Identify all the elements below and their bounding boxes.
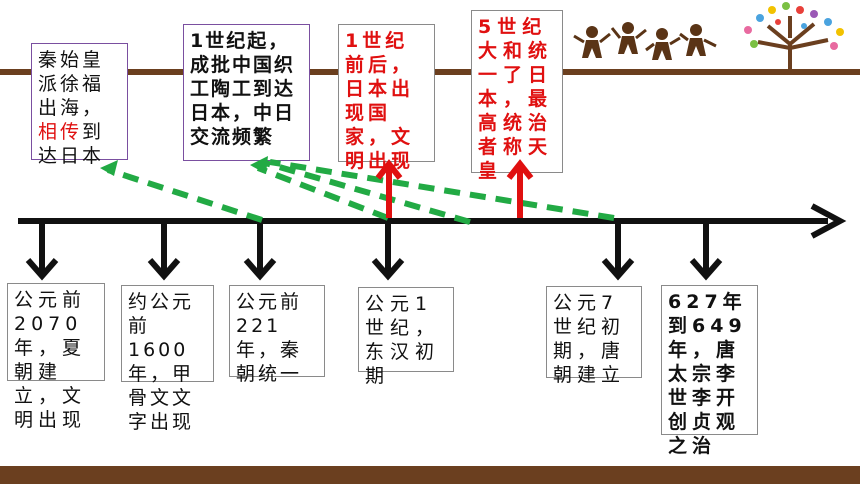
- down-arrow-xia: [25, 224, 59, 281]
- top-box-japan-unify: 5世纪大和统一了日本，最高统治者称天皇: [471, 10, 563, 182]
- down-arrow-oracle: [147, 224, 181, 281]
- down-arrow-qin: [243, 224, 277, 281]
- craftsmen-text: 1世纪起，成批中国织工陶工到达日本，中日交流频繁: [190, 30, 296, 148]
- bottom-box-zhenguan: 627年到649年，唐太宗李世李开创贞观之治: [661, 285, 758, 457]
- colorful-tree-icon: [744, 2, 844, 72]
- dancing-children-icon: [573, 22, 717, 60]
- down-arrow-zhenguan: [689, 224, 723, 281]
- xia-text: 公元前2070年，夏朝建立，文明出现: [14, 289, 87, 431]
- han-text: 公元1世纪，东汉初期: [365, 293, 441, 387]
- link-qin-to-envoy: [107, 167, 263, 223]
- bottom-box-han: 公元1世纪，东汉初期: [358, 287, 454, 387]
- japan-unify-text: 5世纪大和统一了日本，最高统治者称天皇: [478, 16, 554, 182]
- qin-envoy-text-after: 到达日本: [38, 121, 105, 167]
- down-arrow-tang: [601, 224, 635, 281]
- link-head-envoy: [100, 160, 118, 176]
- zhenguan-text: 627年到649年，唐太宗李世李开创贞观之治: [668, 291, 747, 457]
- top-box-craftsmen: 1世纪起，成批中国织工陶工到达日本，中日交流频繁: [183, 24, 310, 161]
- red-arrow-japan-unify: [506, 159, 534, 218]
- link-han-to-craftsmen: [256, 165, 390, 221]
- link-tang-to-craftsmen: [269, 159, 615, 221]
- top-box-qin-envoy: 秦始皇派徐福出海，相传到达日本: [31, 43, 128, 167]
- red-arrow-japan-state: [375, 159, 403, 218]
- bottom-box-xia: 公元前2070年，夏朝建立，文明出现: [7, 283, 105, 431]
- qin-envoy-text: 秦始皇派徐福出海，: [38, 49, 105, 119]
- qin-text: 公元前221年，秦朝统一: [236, 291, 303, 385]
- oracle-text: 约公元前1600年，甲骨文文字出现: [128, 291, 195, 433]
- down-arrow-han: [371, 224, 405, 281]
- qin-envoy-highlight: 相传: [38, 121, 83, 143]
- bottom-box-oracle: 约公元前1600年，甲骨文文字出现: [121, 285, 214, 433]
- japan-state-text: 1世纪前后，日本出现国家，文明出现: [345, 30, 415, 172]
- bottom-box-tang: 公元7世纪初期，唐朝建立: [546, 286, 642, 386]
- tang-text: 公元7世纪初期，唐朝建立: [553, 292, 626, 386]
- bottom-box-qin: 公元前221年，秦朝统一: [229, 285, 325, 385]
- bottom-band: [0, 466, 860, 484]
- link-han2-to-craftsmen: [261, 159, 471, 225]
- top-box-japan-state: 1世纪前后，日本出现国家，文明出现: [338, 24, 435, 172]
- timeline-arrowhead: [810, 203, 847, 239]
- link-head-craftsmen: [250, 156, 268, 174]
